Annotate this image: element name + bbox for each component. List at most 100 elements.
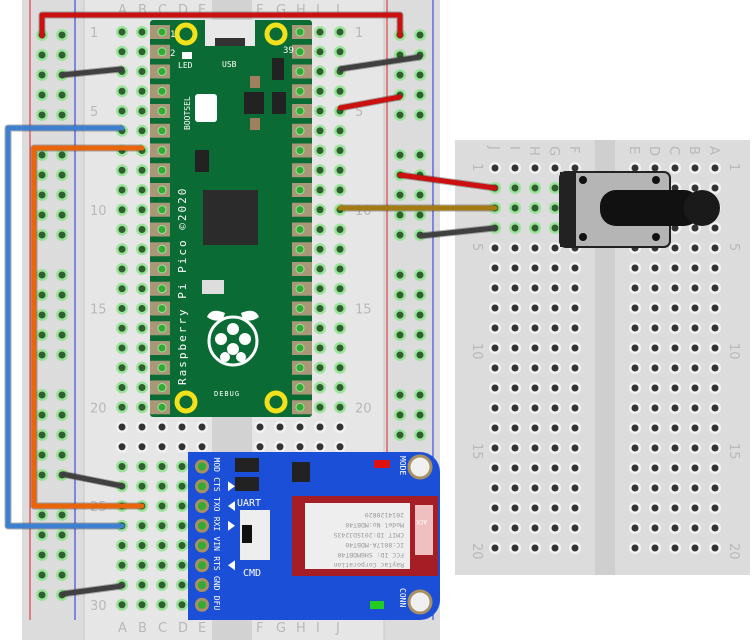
breadboard-hole[interactable] [671,364,679,372]
pico-pin[interactable] [295,264,305,274]
breadboard-hole[interactable] [551,484,559,492]
ble-pin[interactable] [198,541,206,550]
breadboard-hole[interactable] [631,384,639,392]
breadboard-hole[interactable] [336,28,344,36]
breadboard-hole[interactable] [551,304,559,312]
breadboard-hole[interactable] [316,245,324,253]
breadboard-hole[interactable] [571,484,579,492]
breadboard-hole[interactable] [138,265,146,273]
breadboard-hole[interactable] [691,284,699,292]
breadboard-hole[interactable] [671,324,679,332]
breadboard-hole[interactable] [631,424,639,432]
breadboard-hole[interactable] [691,504,699,512]
pico-pin[interactable] [295,67,305,76]
breadboard-hole[interactable] [118,166,126,174]
breadboard-hole[interactable] [631,304,639,312]
breadboard-hole[interactable] [316,344,324,352]
breadboard-hole[interactable] [571,444,579,452]
breadboard-hole[interactable] [38,431,46,439]
potentiometer[interactable] [559,171,720,248]
black-wire[interactable] [59,471,125,489]
breadboard-hole[interactable] [511,304,519,312]
breadboard-hole[interactable] [58,171,66,179]
breadboard-hole[interactable] [691,544,699,552]
breadboard-hole[interactable] [711,344,719,352]
breadboard-hole[interactable] [491,284,499,292]
breadboard-hole[interactable] [138,226,146,233]
black-wire[interactable] [59,583,125,597]
breadboard-hole[interactable] [416,211,424,219]
pico-pin[interactable] [295,146,305,155]
breadboard-hole[interactable] [571,284,579,292]
breadboard-hole[interactable] [178,502,186,510]
breadboard-hole[interactable] [571,464,579,472]
breadboard-hole[interactable] [38,551,46,559]
breadboard-hole[interactable] [671,524,679,532]
breadboard-hole[interactable] [691,164,699,172]
breadboard-hole[interactable] [491,504,499,512]
breadboard-hole[interactable] [396,211,404,219]
breadboard-hole[interactable] [531,444,539,452]
breadboard-hole[interactable] [138,48,146,56]
breadboard-hole[interactable] [118,265,126,273]
pico-pin[interactable] [157,363,167,373]
breadboard-hole[interactable] [336,147,344,154]
breadboard-hole[interactable] [138,561,146,569]
breadboard-hole[interactable] [671,264,679,272]
breadboard-hole[interactable] [138,206,146,214]
breadboard-hole[interactable] [198,423,206,431]
breadboard-hole[interactable] [118,364,126,372]
breadboard-hole[interactable] [138,166,146,174]
breadboard-hole[interactable] [316,87,324,95]
breadboard-hole[interactable] [511,464,519,472]
breadboard-hole[interactable] [396,311,404,319]
breadboard-hole[interactable] [691,424,699,432]
breadboard-hole[interactable] [551,344,559,352]
breadboard-hole[interactable] [631,364,639,372]
breadboard-hole[interactable] [178,522,186,530]
breadboard-hole[interactable] [38,471,46,479]
breadboard-hole[interactable] [118,344,126,352]
breadboard-hole[interactable] [316,206,324,214]
breadboard-hole[interactable] [336,324,344,332]
breadboard-hole[interactable] [631,344,639,352]
breadboard-hole[interactable] [491,484,499,492]
breadboard-hole[interactable] [416,151,424,159]
pot-shaft[interactable] [600,190,700,226]
breadboard-hole[interactable] [138,324,146,332]
breadboard-hole[interactable] [158,542,166,549]
breadboard-hole[interactable] [178,423,186,431]
ble-pin[interactable] [198,482,206,491]
pico-pin[interactable] [295,244,305,254]
breadboard-hole[interactable] [691,304,699,312]
pico-pin[interactable] [157,304,167,313]
breadboard-hole[interactable] [531,524,539,532]
breadboard-hole[interactable] [58,51,66,59]
breadboard-hole[interactable] [671,304,679,312]
breadboard-hole[interactable] [711,244,719,252]
breadboard-hole[interactable] [671,164,679,172]
breadboard-hole[interactable] [631,324,639,332]
breadboard-hole[interactable] [416,91,424,99]
breadboard-hole[interactable] [511,524,519,532]
pico-pin[interactable] [295,363,305,373]
breadboard-hole[interactable] [551,164,559,172]
breadboard-hole[interactable] [511,344,519,352]
breadboard-hole[interactable] [118,403,126,411]
bootsel-button[interactable] [195,94,217,122]
breadboard-hole[interactable] [58,351,66,359]
breadboard-hole[interactable] [511,204,519,212]
breadboard-hole[interactable] [531,204,539,212]
breadboard-hole[interactable] [316,423,324,431]
breadboard-hole[interactable] [491,264,499,272]
breadboard-hole[interactable] [138,245,146,253]
breadboard-hole[interactable] [671,384,679,392]
breadboard-hole[interactable] [38,211,46,219]
breadboard-hole[interactable] [531,484,539,492]
breadboard-hole[interactable] [38,171,46,179]
breadboard-hole[interactable] [511,164,519,172]
breadboard-hole[interactable] [551,364,559,372]
breadboard-hole[interactable] [511,184,519,192]
breadboard-hole[interactable] [58,451,66,459]
breadboard-hole[interactable] [511,264,519,272]
